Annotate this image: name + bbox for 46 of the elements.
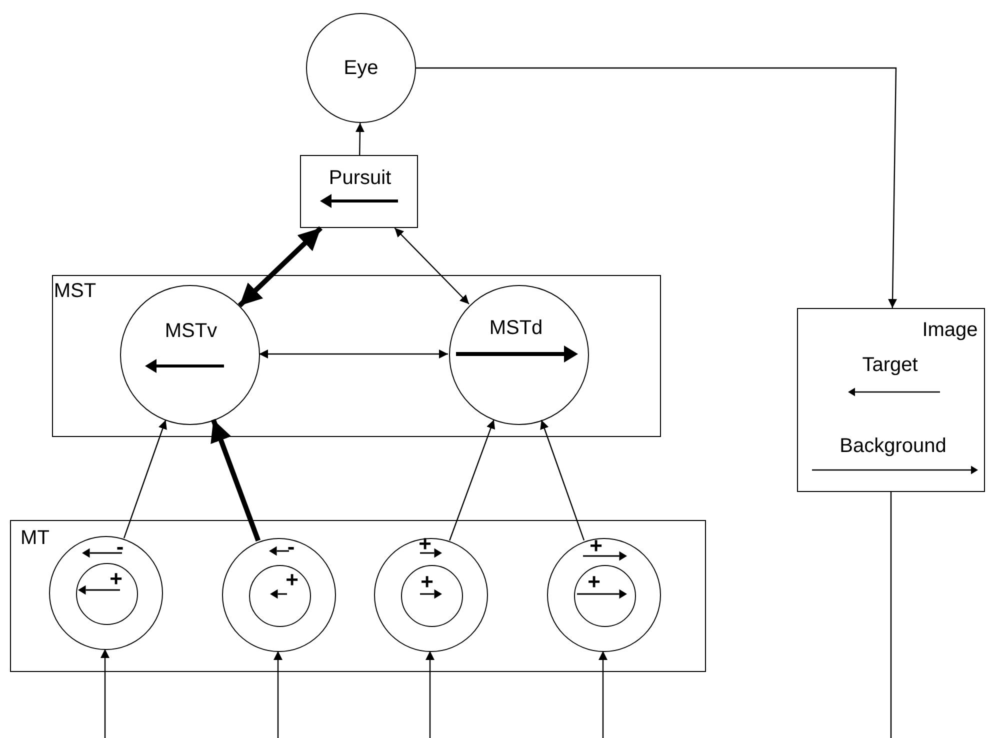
arrow [100,649,110,738]
group-title: MST [54,281,96,301]
arrow [274,651,282,738]
process-box [300,155,418,228]
arrow [394,228,470,304]
polarity-sign: + [110,568,122,590]
node-label: MSTd [489,318,543,338]
arrow [598,651,608,738]
arrow [123,420,167,538]
receptive-field-circle [49,536,163,650]
arrow [210,418,261,542]
node-label: Eye [344,58,378,78]
arrow [238,226,323,308]
node-label: MSTv [164,321,218,341]
node-label: Pursuit [328,168,392,188]
polarity-sign: + [418,533,432,555]
circle-node [449,285,589,425]
node-label: Background [840,436,946,456]
group-box [52,275,661,437]
arrow [355,122,364,156]
arrow [416,67,898,308]
connector-line [890,492,892,738]
polarity-sign: - [287,536,295,558]
process-box [797,308,985,492]
arrow [540,420,585,540]
receptive-field-circle [574,565,636,627]
group-box [10,520,706,672]
receptive-field-circle [222,538,336,652]
group-title: MT [20,528,50,548]
receptive-field-circle [401,565,463,627]
circle-node [306,13,416,123]
node-label: Target [862,355,918,375]
polarity-sign: - [116,536,124,558]
receptive-field-circle [249,565,311,627]
receptive-field-circle [374,538,488,652]
polarity-sign: + [420,571,434,593]
receptive-field-circle [547,538,661,652]
polarity-sign: + [590,535,602,557]
polarity-sign: + [286,569,298,591]
receptive-field-circle [76,563,138,625]
arrow [449,420,496,541]
group-title: Image [922,320,978,340]
circle-node [120,285,260,425]
polarity-sign: + [588,571,600,593]
arrow [259,350,448,358]
arrow [426,651,434,738]
